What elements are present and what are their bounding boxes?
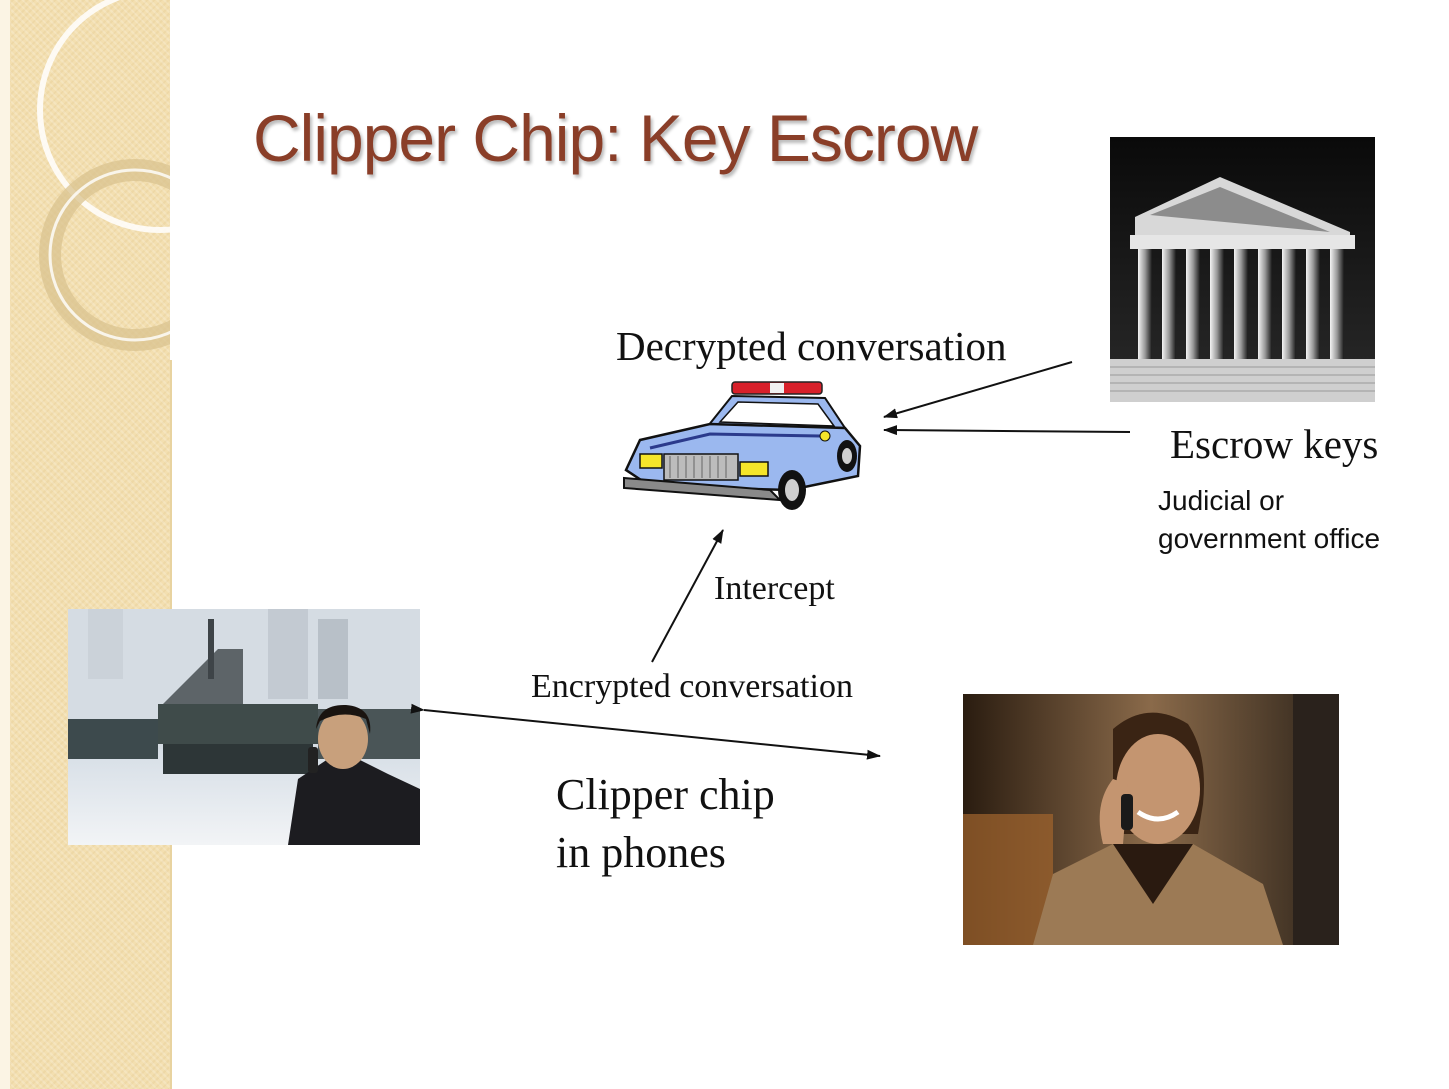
slide-title: Clipper Chip: Key Escrow	[253, 101, 978, 175]
decorative-rings	[37, 0, 175, 360]
clipper-chip-label: Clipper chip in phones	[556, 766, 775, 882]
intercept-arrow	[651, 529, 724, 663]
police-car-image	[620, 378, 865, 513]
judicial-office-label: Judicial or government office	[1158, 482, 1380, 558]
decrypted-conversation-label: Decrypted conversation	[616, 323, 1007, 369]
conversation-arrow	[410, 703, 881, 760]
court-to-car-arrow	[883, 361, 1073, 419]
smiling-caller-image	[963, 694, 1339, 945]
encrypted-conversation-label: Encrypted conversation	[531, 668, 853, 705]
intercept-label: Intercept	[714, 570, 835, 607]
clipper-line-1: Clipper chip	[556, 770, 775, 819]
clipper-line-2: in phones	[556, 828, 726, 877]
decorative-side-edge	[0, 0, 10, 1089]
harbor-caller-image	[68, 609, 420, 845]
courthouse-image	[1110, 137, 1375, 402]
escrow-keys-label: Escrow keys	[1170, 421, 1379, 467]
escrow-to-car-arrow	[883, 425, 1131, 436]
judicial-line-2: government office	[1158, 523, 1381, 554]
judicial-line-1: Judicial or	[1158, 485, 1285, 516]
